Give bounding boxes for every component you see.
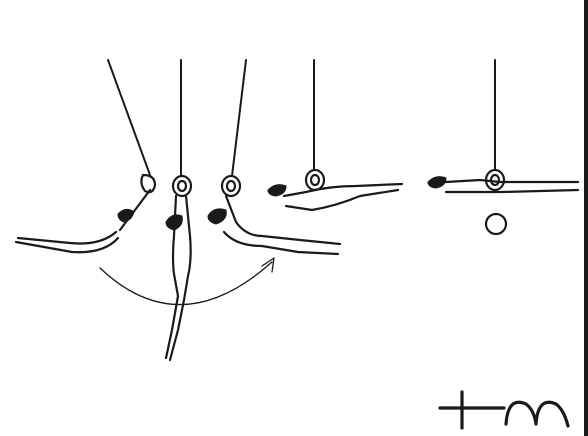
body-5: [444, 178, 580, 194]
ring-1: [140, 173, 157, 194]
rope-1: [107, 59, 151, 176]
signature-mark: [438, 390, 570, 430]
swing-arc-arrow: [99, 257, 275, 306]
head-5: [427, 176, 447, 189]
figure-swing-forward: [207, 59, 342, 256]
figure-hang: [164, 59, 193, 362]
body-3: [222, 194, 342, 256]
ring-4: [304, 168, 326, 192]
ring-3: [220, 174, 242, 198]
signature-m: [504, 400, 570, 428]
hold-marker-circle: [484, 212, 508, 236]
rope-3: [231, 59, 247, 177]
signature-cross: [438, 390, 506, 430]
body-4: [282, 182, 404, 212]
page-edge: [584, 0, 588, 436]
figure-horizontal-hold: [427, 59, 580, 236]
body-1: [14, 188, 152, 254]
head-3: [207, 208, 227, 225]
figure-swing-back: [14, 59, 157, 254]
ring-2: [171, 174, 193, 198]
arc-line: [99, 261, 273, 306]
head-4: [267, 184, 287, 197]
figure-front-lever: [267, 59, 404, 212]
body-2: [164, 194, 192, 362]
arc-arrowhead: [261, 257, 275, 273]
head-1: [117, 208, 135, 223]
